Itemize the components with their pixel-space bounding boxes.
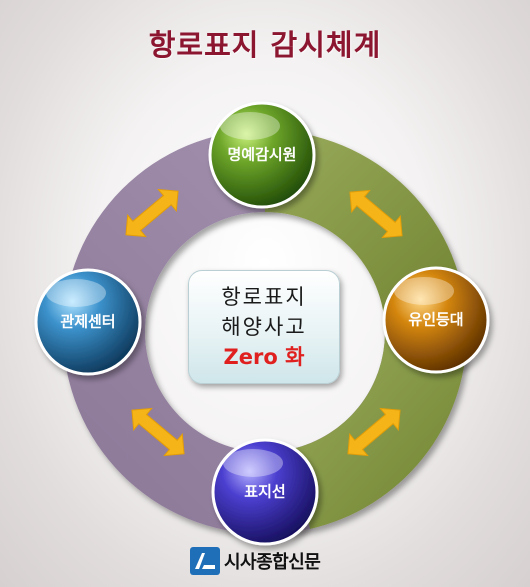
news-logo-icon bbox=[190, 547, 220, 575]
node-bottom-label: 표지선 bbox=[244, 483, 285, 501]
center-line-3: Zero 화 bbox=[223, 345, 305, 369]
publisher-logo: 시사종합신문 bbox=[190, 546, 321, 576]
node-right-label: 유인등대 bbox=[408, 311, 463, 329]
node-top: 명예감시원 bbox=[208, 101, 316, 209]
node-bottom: 표지선 bbox=[211, 438, 319, 546]
publisher-name: 시사종합신문 bbox=[224, 552, 321, 573]
node-top-label: 명예감시원 bbox=[227, 146, 296, 164]
center-line-1: 항로표지 bbox=[221, 285, 307, 309]
center-line-2: 해양사고 bbox=[221, 315, 307, 339]
node-left-label: 관제센터 bbox=[60, 313, 115, 331]
node-right: 유인등대 bbox=[382, 266, 490, 374]
center-message-box: 항로표지 해양사고 Zero 화 bbox=[188, 270, 340, 384]
page-title: 항로표지 감시체계 bbox=[148, 28, 382, 62]
node-left: 관제센터 bbox=[34, 268, 142, 376]
